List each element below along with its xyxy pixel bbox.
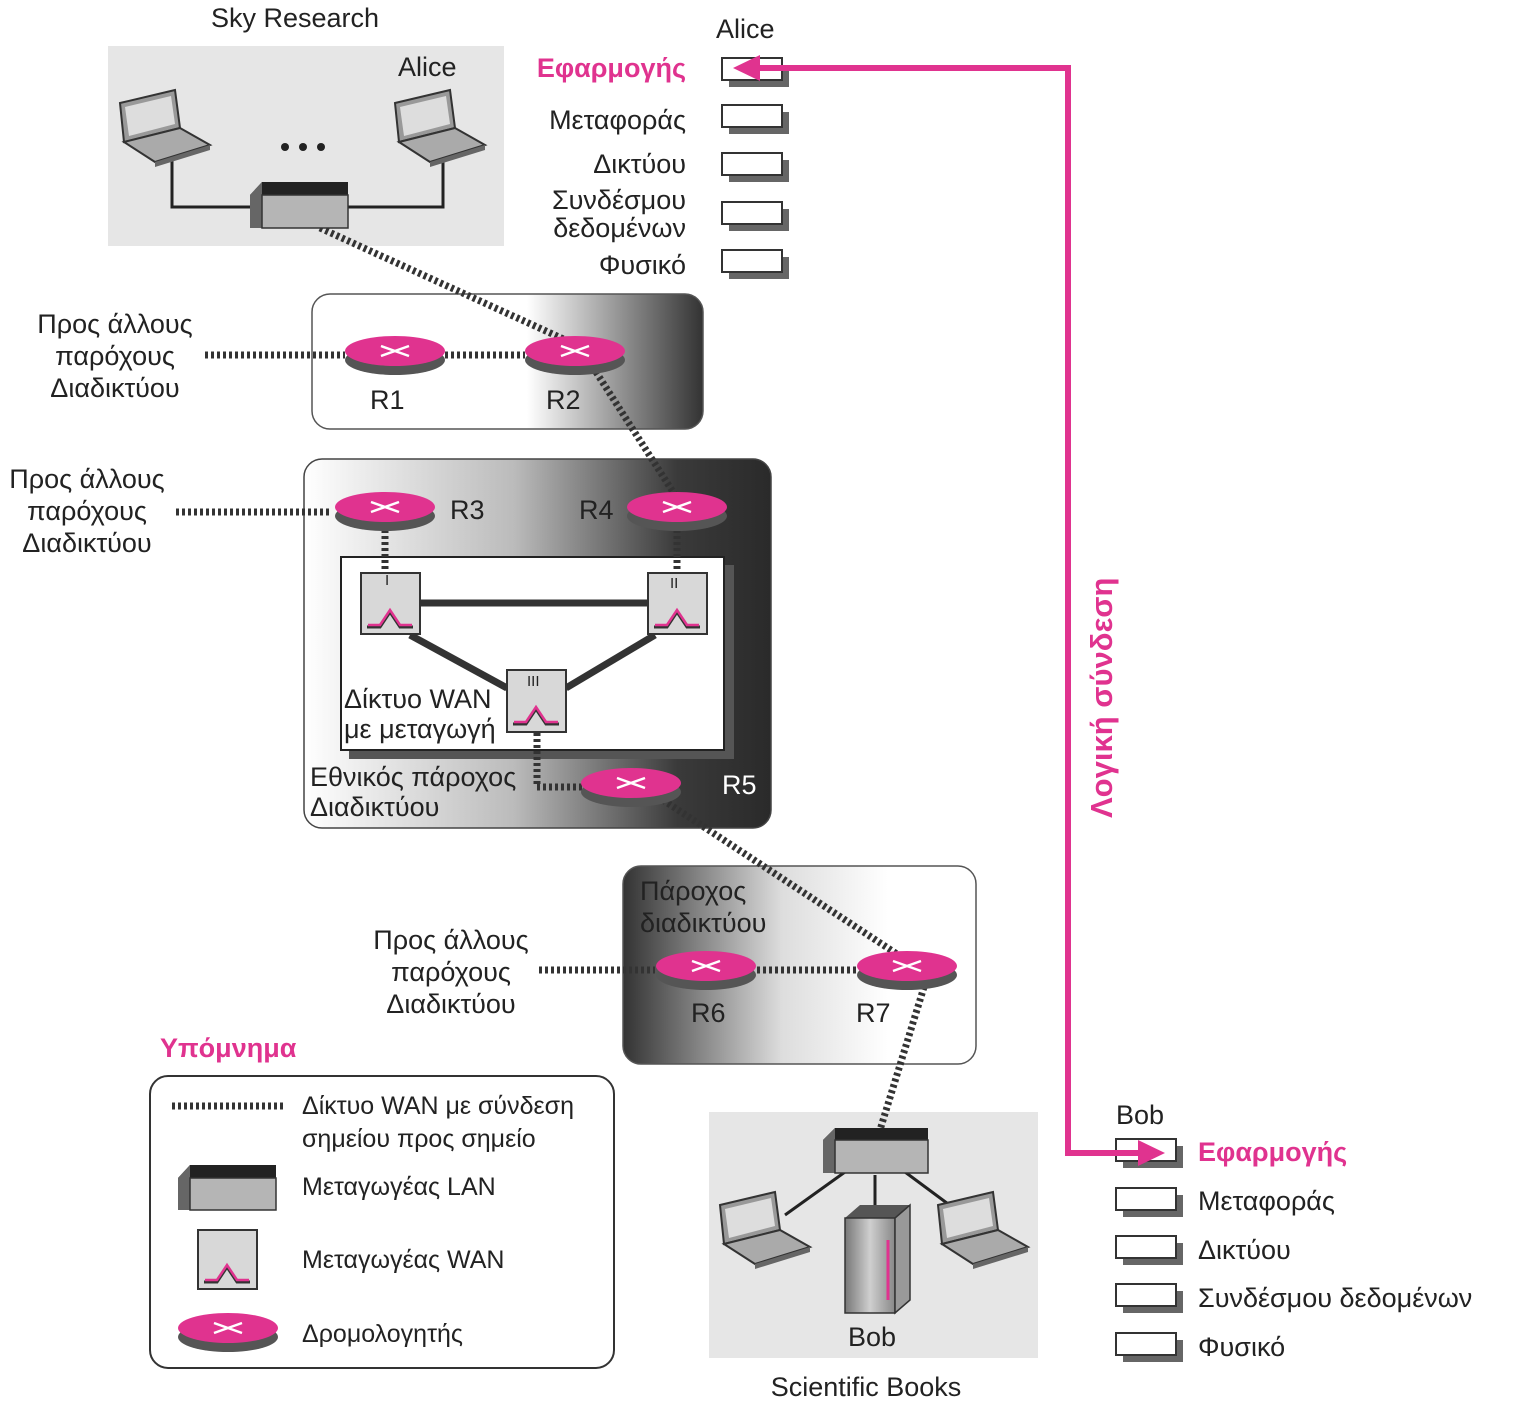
bob-host-label: Bob xyxy=(1116,1100,1165,1130)
laptop-books-left xyxy=(718,1190,813,1269)
alice-layer-transport: Μεταφοράς xyxy=(549,105,686,135)
alice-layer-network-box xyxy=(721,152,789,182)
bob-layer-transport: Μεταφοράς xyxy=(1198,1186,1335,1216)
legend-lan-switch-label: Μεταγωγέας LAN xyxy=(302,1173,496,1201)
router-r1 xyxy=(345,336,445,375)
bob-layer-application: Εφαρμογής xyxy=(1198,1137,1348,1167)
router-r2 xyxy=(525,336,625,375)
alice-layer-datalink-line1: Συνδέσμου xyxy=(551,185,686,215)
wan-switch-1 xyxy=(360,572,421,635)
scientific-books-title: Scientific Books xyxy=(770,1372,962,1402)
alice-layer-physical: Φυσικό xyxy=(598,250,686,280)
router-r6 xyxy=(656,951,756,990)
other-isps-2-line1: Προς άλλους xyxy=(9,464,165,494)
bob-server-label: Bob xyxy=(848,1322,897,1352)
alice-layer-datalink-box xyxy=(721,201,789,231)
router-r3 xyxy=(335,492,435,531)
bob-layer-physical-box xyxy=(1115,1332,1183,1362)
server-bob xyxy=(844,1203,911,1315)
wan-switch-2-label: II xyxy=(670,575,679,592)
national-isp-label-line1: Εθνικός πάροχος xyxy=(310,762,517,792)
alice-layer-datalink-line2: δεδομένων xyxy=(553,213,686,243)
ellipsis-dots xyxy=(281,143,325,151)
lan-switch-sky xyxy=(250,182,349,229)
legend-box xyxy=(149,1075,615,1369)
laptop-sky-left xyxy=(118,88,213,167)
bob-stack xyxy=(1115,1138,1183,1362)
alice-stack xyxy=(721,57,789,279)
router-r7-label: R7 xyxy=(856,998,891,1028)
laptop-books-right xyxy=(936,1190,1031,1269)
lan-switch-books xyxy=(823,1128,929,1174)
wan-switch-2 xyxy=(647,572,708,635)
other-isps-1-line1: Προς άλλους xyxy=(37,309,193,339)
alice-layer-physical-box xyxy=(721,249,789,279)
other-isps-3-line1: Προς άλλους xyxy=(373,925,529,955)
bob-layer-datalink-box xyxy=(1115,1283,1183,1313)
bob-layer-datalink: Συνδέσμου δεδομένων xyxy=(1198,1283,1473,1313)
other-isps-3-line3: Διαδικτύου xyxy=(386,989,516,1019)
national-isp-label-line2: Διαδικτύου xyxy=(310,792,440,822)
legend-p2p-line1: Δίκτυο WAN με σύνδεση xyxy=(302,1092,574,1120)
bob-layer-network: Δικτύου xyxy=(1198,1235,1291,1265)
legend-router-icon xyxy=(178,1313,278,1352)
router-r6-label: R6 xyxy=(691,998,726,1028)
other-isps-1-line2: παρόχους xyxy=(55,341,175,371)
regional-isp-top-box xyxy=(311,293,704,430)
sky-lan-wires xyxy=(170,160,445,209)
legend-wan-switch-icon xyxy=(197,1229,258,1290)
bob-layer-physical: Φυσικό xyxy=(1198,1332,1286,1362)
wan-switch-3 xyxy=(506,669,567,733)
router-r5 xyxy=(581,768,681,807)
laptop-sky-alice xyxy=(393,88,488,167)
wan-net-label-line1: Δίκτυο WAN xyxy=(344,684,492,714)
legend-router-label: Δρομολογητής xyxy=(302,1320,463,1348)
legend-title: Υπόμνημα xyxy=(160,1033,297,1063)
other-isps-2-line3: Διαδικτύου xyxy=(22,528,152,558)
router-r2-label: R2 xyxy=(546,385,581,415)
alice-layer-application: Εφαρμογής xyxy=(536,53,686,83)
router-r5-label: R5 xyxy=(722,770,757,800)
regional-isp-bottom-box xyxy=(622,865,977,1065)
legend-wan-switch-label: Μεταγωγέας WAN xyxy=(302,1246,505,1274)
logical-connection-label: Λογική σύνδεση xyxy=(1084,577,1119,818)
wan-switch-links xyxy=(408,599,657,692)
other-isps-2-line2: παρόχους xyxy=(27,496,147,526)
sky-research-title: Sky Research xyxy=(210,3,380,33)
bob-layer-network-box xyxy=(1115,1235,1183,1265)
router-r3-label: R3 xyxy=(450,495,485,525)
alice-layer-transport-box xyxy=(721,104,789,134)
p2p-links xyxy=(176,224,928,1132)
sky-alice-label: Alice xyxy=(398,52,457,82)
router-r4 xyxy=(627,492,727,531)
wan-switch-1-label: I xyxy=(385,572,390,589)
wan-switch-3-label: III xyxy=(527,673,540,690)
legend-p2p-line2: σημείου προς σημείο xyxy=(302,1125,536,1153)
wan-net-label-line2: με μεταγωγή xyxy=(344,714,496,744)
router-r4-label: R4 xyxy=(579,495,614,525)
bob-layer-transport-box xyxy=(1115,1187,1183,1217)
legend-lan-switch-icon xyxy=(178,1165,277,1211)
alice-host-label: Alice xyxy=(716,14,775,44)
other-isps-1-line3: Διαδικτύου xyxy=(50,373,180,403)
logical-connection-path xyxy=(733,55,1165,1166)
regional-isp-label-line2: διαδικτύου xyxy=(640,908,767,938)
other-isps-3-line2: παρόχους xyxy=(391,957,511,987)
router-r7 xyxy=(857,951,957,990)
router-r1-label: R1 xyxy=(370,385,405,415)
alice-layer-network: Δικτύου xyxy=(593,149,686,179)
regional-isp-label-line1: Πάροχος xyxy=(640,876,747,906)
